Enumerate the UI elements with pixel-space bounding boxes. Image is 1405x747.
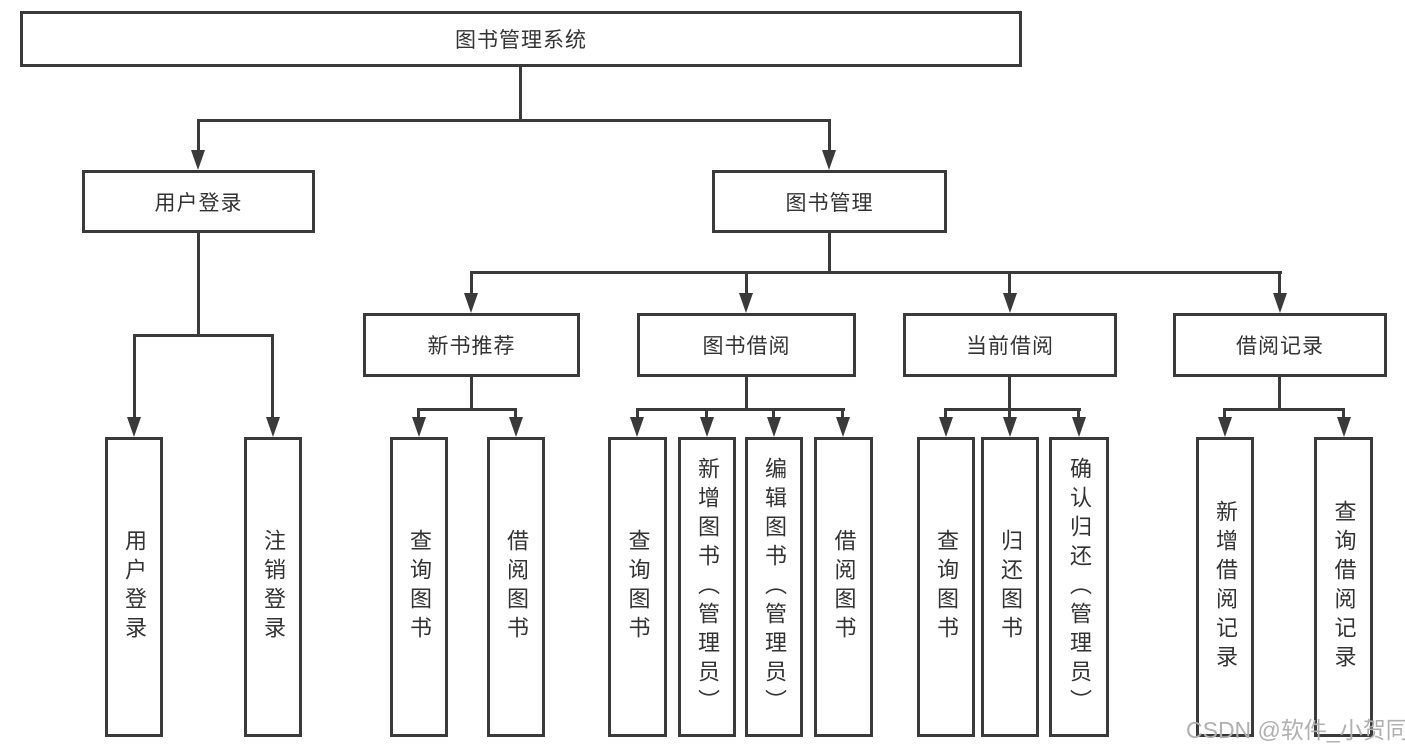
edge-line <box>636 408 845 411</box>
edge-line <box>271 334 274 419</box>
edge-line <box>745 377 748 411</box>
edge-line <box>944 408 947 419</box>
edge-line <box>514 408 517 419</box>
arrowhead-down-icon <box>739 293 753 313</box>
leaf-nbr-borrow-books-label: 借阅图书 <box>504 529 529 645</box>
node-book-borrow-label: 图书借阅 <box>702 335 791 358</box>
edge-line <box>1223 408 1345 411</box>
csdn-watermark: CSDN @软件_小贺同学 <box>1186 717 1405 743</box>
leaf-br-add-record-label: 新增借阅记录 <box>1213 500 1238 674</box>
node-new-book-recommend: 新书推荐 <box>363 313 580 377</box>
leaf-bb-query-books-label: 查询图书 <box>625 529 651 645</box>
arrowhead-down-icon <box>630 417 644 437</box>
edge-line <box>133 334 274 337</box>
edge-line <box>1223 408 1226 419</box>
arrowhead-down-icon <box>1218 417 1232 437</box>
leaf-cb-confirm-return-admin: 确认归还（管理员） <box>1049 437 1109 737</box>
node-current-borrow-label: 当前借阅 <box>966 335 1054 358</box>
edge-line <box>470 271 1282 274</box>
edge-line <box>1278 271 1281 295</box>
leaf-cb-return-books: 归还图书 <box>981 437 1039 737</box>
edge-line <box>772 408 775 419</box>
leaf-bb-borrow-books: 借阅图书 <box>814 437 873 737</box>
arrowhead-down-icon <box>836 417 850 437</box>
arrowhead-down-icon <box>1003 293 1017 313</box>
node-book-management: 图书管理 <box>712 170 947 233</box>
node-borrow-records: 借阅记录 <box>1173 313 1387 377</box>
edge-line <box>133 334 136 419</box>
arrowhead-down-icon <box>464 293 478 313</box>
node-borrow-records-label: 借阅记录 <box>1236 335 1324 358</box>
node-book-management-label: 图书管理 <box>785 191 874 215</box>
edge-line <box>1008 408 1011 419</box>
arrowhead-down-icon <box>266 417 280 437</box>
node-root-label: 图书管理系统 <box>455 29 587 52</box>
node-user-login-label: 用户登录 <box>154 191 243 215</box>
edge-line <box>519 66 522 121</box>
leaf-bb-edit-books-admin: 编辑图书（管理员） <box>745 437 803 737</box>
leaf-nbr-query-books-label: 查询图书 <box>407 529 432 645</box>
leaf-user-login-label: 用户登录 <box>122 529 147 645</box>
leaf-cb-confirm-return-admin-label: 确认归还（管理员） <box>1067 456 1092 718</box>
arrowhead-down-icon <box>191 150 205 170</box>
arrowhead-down-icon <box>939 417 953 437</box>
edge-line <box>417 408 420 419</box>
leaf-nbr-query-books: 查询图书 <box>390 437 448 737</box>
edge-line <box>705 408 708 419</box>
edge-line <box>1278 377 1281 411</box>
arrowhead-down-icon <box>127 417 141 437</box>
arrowhead-down-icon <box>1273 293 1287 313</box>
edge-line <box>197 119 831 122</box>
node-current-borrow: 当前借阅 <box>903 313 1117 377</box>
leaf-cb-query-books: 查询图书 <box>917 437 975 737</box>
leaf-bb-edit-books-admin-label: 编辑图书（管理员） <box>762 456 787 718</box>
edge-line <box>417 408 517 411</box>
edge-line <box>944 408 1081 411</box>
edge-line <box>1077 408 1080 419</box>
node-new-book-recommend-label: 新书推荐 <box>427 335 516 358</box>
leaf-logout-label: 注销登录 <box>261 529 286 645</box>
edge-line <box>470 271 473 295</box>
leaf-user-login: 用户登录 <box>105 437 163 737</box>
leaf-logout: 注销登录 <box>244 437 302 737</box>
leaf-cb-return-books-label: 归还图书 <box>998 529 1023 645</box>
leaf-bb-borrow-books-label: 借阅图书 <box>831 529 857 645</box>
arrowhead-down-icon <box>767 417 781 437</box>
leaf-br-add-record: 新增借阅记录 <box>1196 437 1254 737</box>
arrowhead-down-icon <box>700 417 714 437</box>
edge-line <box>841 408 844 419</box>
leaf-bb-query-books: 查询图书 <box>608 437 667 737</box>
edge-line <box>636 408 639 419</box>
arrowhead-down-icon <box>822 150 836 170</box>
leaf-bb-add-books-admin: 新增图书（管理员） <box>678 437 736 737</box>
edge-line <box>1008 377 1011 411</box>
node-user-login: 用户登录 <box>82 170 315 233</box>
arrowhead-down-icon <box>1337 417 1351 437</box>
edge-line <box>470 377 473 411</box>
leaf-nbr-borrow-books: 借阅图书 <box>487 437 545 737</box>
leaf-bb-add-books-admin-label: 新增图书（管理员） <box>695 456 720 718</box>
node-book-borrow: 图书借阅 <box>637 313 856 377</box>
arrowhead-down-icon <box>412 417 426 437</box>
arrowhead-down-icon <box>1072 417 1086 437</box>
leaf-cb-query-books-label: 查询图书 <box>934 529 959 645</box>
edge-line <box>745 271 748 295</box>
leaf-br-query-record-label: 查询借阅记录 <box>1331 500 1357 674</box>
arrowhead-down-icon <box>1003 417 1017 437</box>
edge-line <box>828 119 831 153</box>
edge-line <box>1342 408 1345 419</box>
node-root: 图书管理系统 <box>20 11 1022 67</box>
edge-line <box>828 233 831 274</box>
arrowhead-down-icon <box>509 417 523 437</box>
edge-line <box>197 233 200 337</box>
leaf-br-query-record: 查询借阅记录 <box>1314 437 1373 737</box>
edge-line <box>197 119 200 153</box>
edge-line <box>1008 271 1011 295</box>
